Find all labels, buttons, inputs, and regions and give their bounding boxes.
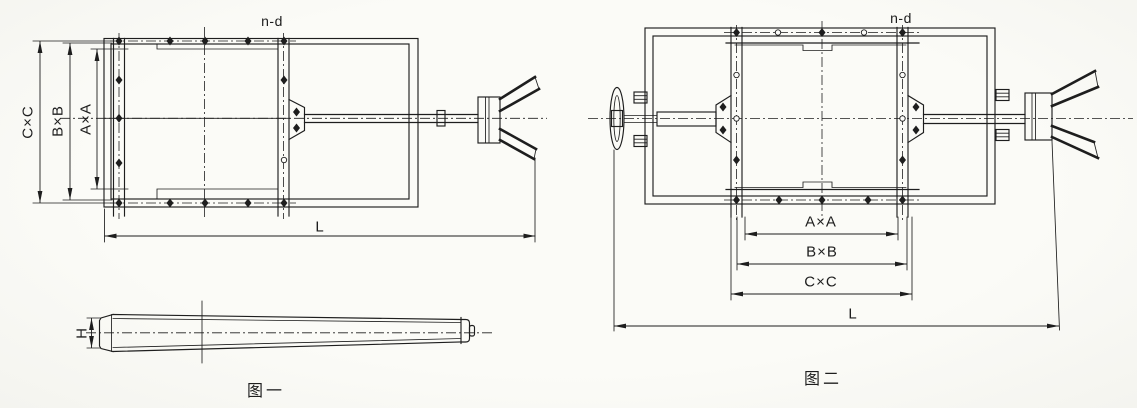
fig1-dim-label-axa: A×A: [77, 103, 95, 135]
fig1-dim-label-cxc: C×C: [19, 105, 37, 139]
fig2-caption: 图二: [803, 371, 843, 388]
fig1-stem-and-yoke: [288, 75, 541, 161]
bolts-layer: [115, 28, 920, 208]
fig2-holes-label: n-d: [890, 10, 912, 26]
fig2-dim-label-bxb: B×B: [806, 243, 838, 261]
fig1-dimension-lines: [32, 40, 536, 243]
fig1-frame: [103, 37, 419, 217]
fig2-centerlines: [588, 21, 1133, 221]
fig1-dim-label-bxb: B×B: [49, 105, 67, 137]
fig2-stem-and-yoke: [907, 69, 1100, 160]
fig2-handwheel-stem: [609, 86, 732, 151]
fig1-dim-label-l: L: [315, 218, 325, 236]
fig2-dim-label-axa: A×A: [805, 213, 837, 231]
fig1-holes-label: n-d: [261, 13, 283, 29]
fig1-dim-label-h: H: [73, 327, 91, 339]
fig2-dim-label-l: L: [848, 305, 858, 323]
figure1-drawing: [32, 27, 547, 364]
fig1-side-view: [86, 300, 493, 364]
fig2-dim-label-cxc: C×C: [804, 273, 838, 291]
fig2-dimension-lines: [613, 140, 1060, 332]
fig1-caption: 图一: [246, 383, 286, 400]
fig2-frame: [644, 26, 996, 218]
figure2-drawing: [588, 21, 1133, 332]
